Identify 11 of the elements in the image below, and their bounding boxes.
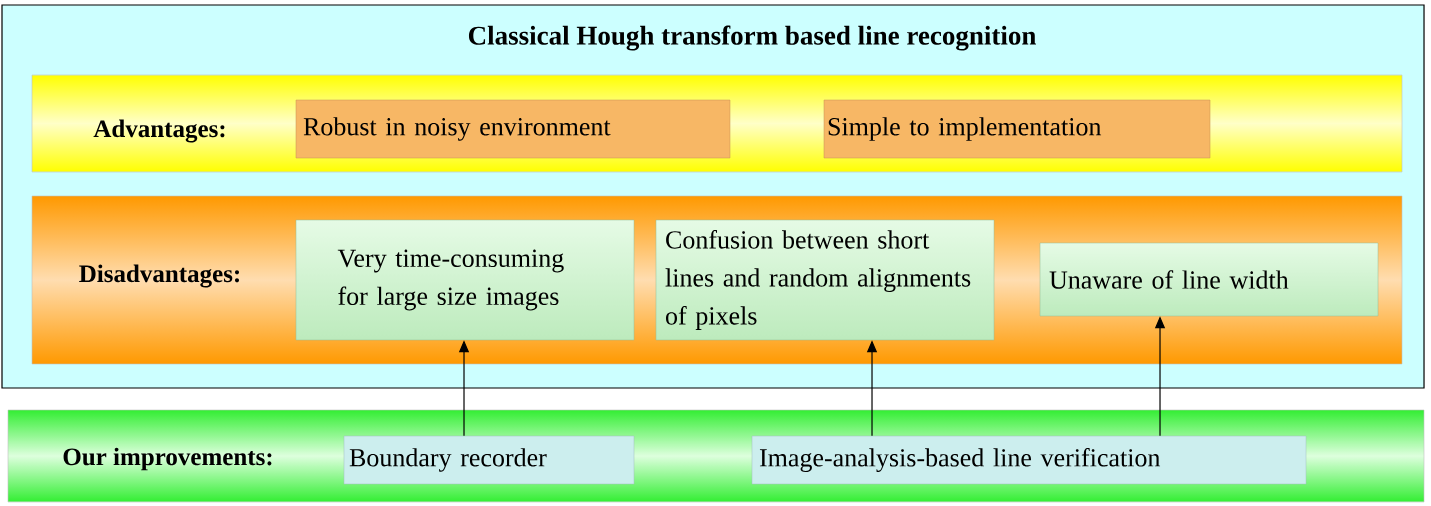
text-box: Very time-consuming for large size images <box>295 219 635 341</box>
band-label: Disadvantages: <box>79 264 239 288</box>
text-box: Unaware of line width <box>1039 242 1379 317</box>
text-box: Robust in noisy environment <box>295 99 731 159</box>
band-label: Advantages: <box>93 119 225 143</box>
text-box: Simple to implementation <box>823 99 1211 159</box>
text-box: Confusion between short lines and random alignments of pixels <box>655 219 995 341</box>
band-label: Our improvements: <box>63 447 272 471</box>
text-box: Boundary recorder <box>343 435 635 485</box>
title: Classical Hough transform based line recognition <box>468 25 1036 51</box>
text-box: Image-analysis-based line verification <box>751 435 1307 485</box>
